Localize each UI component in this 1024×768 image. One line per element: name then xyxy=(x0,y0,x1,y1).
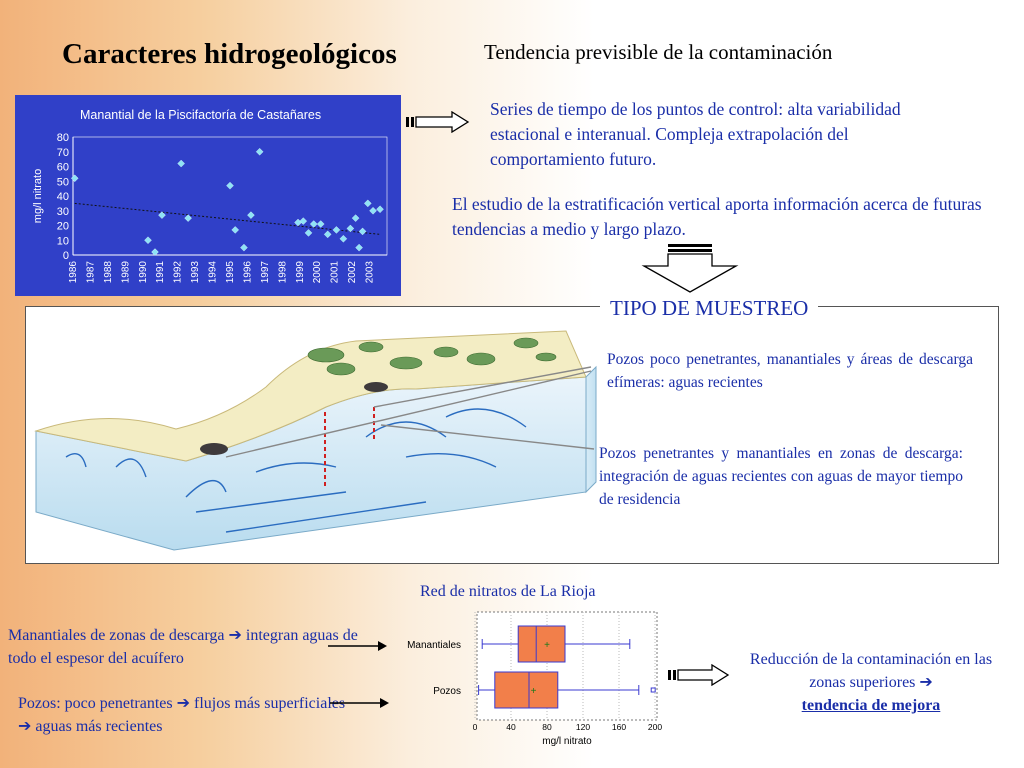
x-tick-label: 1987 xyxy=(85,261,96,284)
boxplot-chart: 0 40 80 120 160 200 mg/l nitrato Manantiales + Po… xyxy=(395,610,665,750)
mean-marker: + xyxy=(531,686,537,697)
y-tick-label: 70 xyxy=(57,147,69,159)
y-tick-label: 80 xyxy=(57,132,69,144)
x-tick-label: 0 xyxy=(473,722,478,732)
x-tick-label: 1993 xyxy=(190,261,201,284)
x-tick-label: 1998 xyxy=(277,261,288,284)
x-tick-label: 1990 xyxy=(138,261,149,284)
data-point xyxy=(151,248,159,256)
red-nitratos-label: Red de nitratos de La Rioja xyxy=(420,583,596,600)
data-point xyxy=(144,236,152,245)
data-point xyxy=(309,220,318,228)
x-tick-label: 2002 xyxy=(347,261,358,284)
x-tick-label: 1991 xyxy=(155,261,166,284)
x-tick-label: 80 xyxy=(542,722,552,732)
x-tick-label: 2003 xyxy=(365,261,376,284)
aquifer-diagram-box xyxy=(25,306,999,564)
data-point xyxy=(226,181,234,190)
arrow-right-icon xyxy=(330,698,389,708)
data-point xyxy=(346,224,355,233)
aquifer-block-diagram xyxy=(34,330,597,551)
arrow-right-icon xyxy=(406,111,470,133)
data-point xyxy=(158,211,166,219)
x-tick-label: 160 xyxy=(612,722,626,732)
category-label: Manantiales xyxy=(407,640,461,651)
data-point xyxy=(355,243,363,252)
y-axis-label: mg/l nitrato xyxy=(32,169,44,223)
data-point xyxy=(332,226,341,234)
chart-title: Manantial de la Piscifactoría de Castaña… xyxy=(80,108,321,122)
manantiales-text: Manantiales de zonas de descarga ➔ integ… xyxy=(8,627,358,667)
x-tick-label: 1989 xyxy=(120,261,131,284)
arrow-right-icon xyxy=(668,664,730,686)
data-point xyxy=(369,206,377,215)
data-point xyxy=(240,243,248,252)
box xyxy=(494,671,559,709)
tendencia-mejora: tendencia de mejora xyxy=(801,697,941,714)
data-point xyxy=(364,199,372,208)
y-tick-label: 40 xyxy=(57,191,69,203)
x-tick-label: 2000 xyxy=(312,261,323,284)
data-point xyxy=(304,229,313,237)
x-tick-label: 1999 xyxy=(295,261,306,284)
x-tick-label: 1997 xyxy=(260,261,271,284)
mean-marker: + xyxy=(544,640,550,651)
pozos-poco-text: Pozos poco penetrantes, manantiales y ár… xyxy=(607,351,973,391)
data-point xyxy=(247,211,255,219)
nitrate-time-series-chart: Manantial de la Piscifactoría de Castaña… xyxy=(15,95,401,296)
x-tick-label: 1994 xyxy=(208,261,219,284)
boxplot-svg: 0 40 80 120 160 200 mg/l nitrato Manantiales + Po… xyxy=(407,611,662,747)
reduccion-text: Reducción de la contaminación en las zon… xyxy=(749,651,993,691)
box xyxy=(517,625,566,663)
trend-line xyxy=(74,202,381,235)
x-tick-label: 1992 xyxy=(173,261,184,284)
page-subtitle: Tendencia previsible de la contaminación xyxy=(484,40,833,64)
page-title: Caracteres hidrogeológicos xyxy=(62,38,397,70)
series-text: Series de tiempo de los puntos de contro… xyxy=(490,99,901,169)
y-tick-label: 10 xyxy=(57,235,69,247)
arrow-down-icon xyxy=(641,244,739,293)
tipo-muestreo-heading: TIPO DE MUESTREO xyxy=(600,296,819,321)
x-tick-label: 1988 xyxy=(103,261,114,284)
data-point xyxy=(323,230,332,239)
x-tick-label: 40 xyxy=(506,722,516,732)
x-tick-label: 120 xyxy=(576,722,590,732)
data-point xyxy=(184,214,192,222)
x-tick-label: 1995 xyxy=(225,261,236,284)
y-tick-label: 60 xyxy=(57,162,69,174)
data-point xyxy=(358,227,367,236)
reduccion-block: Reducción de la contaminación en las zon… xyxy=(740,648,1002,717)
outlier xyxy=(650,687,656,693)
x-tick-label: 200 xyxy=(648,722,662,732)
scatter-svg: Manantial de la Piscifactoría de Castaña… xyxy=(32,108,388,284)
data-point xyxy=(351,214,360,222)
data-point xyxy=(177,159,185,168)
arrow-right-icon xyxy=(328,641,387,651)
x-axis-label: mg/l nitrato xyxy=(542,736,592,747)
y-tick-label: 50 xyxy=(57,176,69,188)
estratificacion-text: El estudio de la estratificación vertica… xyxy=(452,194,982,239)
data-point xyxy=(231,226,240,234)
plot-area xyxy=(72,136,388,256)
data-point xyxy=(376,205,384,214)
x-tick-label: 1986 xyxy=(68,261,79,284)
data-point xyxy=(299,217,308,225)
category-label: Pozos xyxy=(433,686,461,697)
y-tick-label: 30 xyxy=(57,206,69,218)
y-tick-label: 20 xyxy=(57,221,69,233)
pozos-text: Pozos: poco penetrantes ➔ flujos más sup… xyxy=(18,695,346,735)
x-tick-label: 2001 xyxy=(330,261,341,284)
data-point xyxy=(316,220,325,228)
x-tick-label: 1996 xyxy=(242,261,253,284)
pozos-penetrantes-text: Pozos penetrantes y manantiales en zonas… xyxy=(599,445,963,508)
y-tick-label: 0 xyxy=(63,250,69,262)
data-point xyxy=(255,147,264,156)
data-point xyxy=(70,174,79,183)
data-point xyxy=(339,234,348,243)
